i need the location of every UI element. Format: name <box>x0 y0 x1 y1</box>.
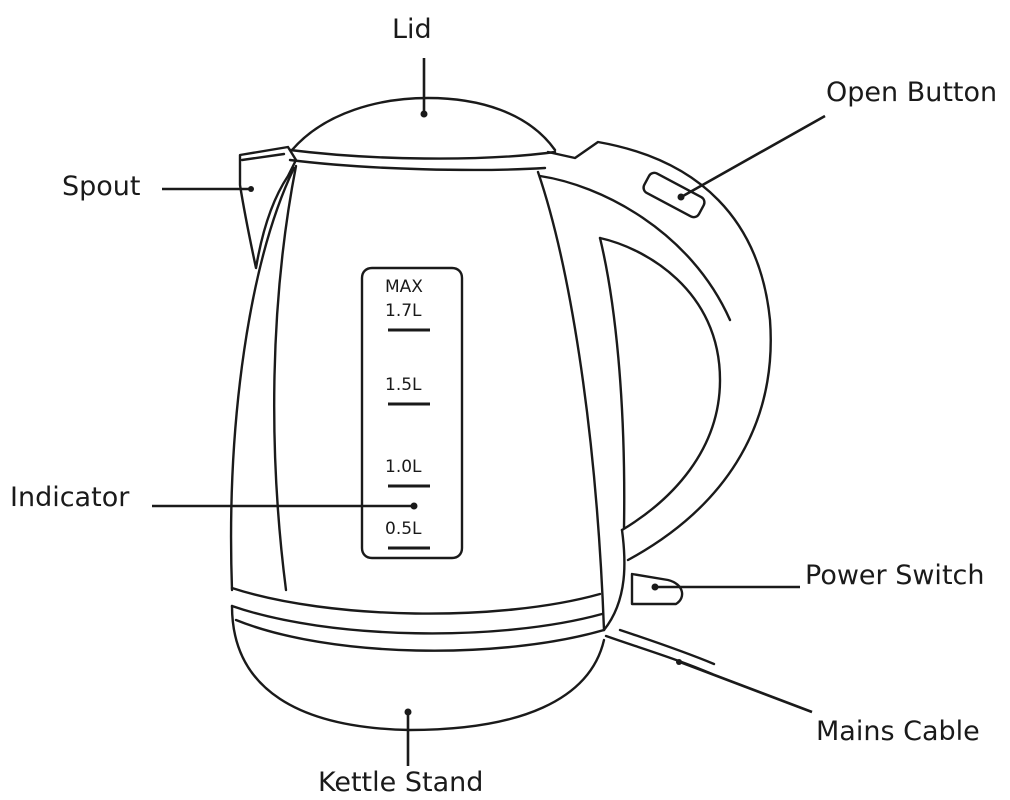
label-open-button: Open Button <box>826 77 997 108</box>
base-band-bottom <box>230 604 604 635</box>
leader-mains-cable <box>679 660 813 714</box>
label-indicator: Indicator <box>10 482 130 513</box>
body-right <box>536 170 606 632</box>
kettle-drawing: MAX 1.7L 1.5L 1.0L 0.5L <box>229 96 772 732</box>
handle-grip-left <box>598 236 626 530</box>
label-power-switch: Power Switch <box>805 560 984 591</box>
handle-lower-join <box>602 528 626 632</box>
leader-spout-dot <box>248 186 254 192</box>
handle-inner <box>598 236 722 532</box>
gauge-mark-label-0-5: 0.5L <box>385 519 422 539</box>
label-mains-cable: Mains Cable <box>816 716 980 747</box>
leader-indicator-dot <box>410 502 418 510</box>
mains-cable-shape-2 <box>618 628 716 666</box>
handle-top <box>546 140 772 562</box>
base-band-lower <box>234 618 606 652</box>
body-front-curve <box>272 164 298 592</box>
leader-open-button <box>682 114 826 198</box>
label-kettle-stand: Kettle Stand <box>318 767 483 798</box>
lid-rim <box>288 148 557 160</box>
leader-lid-dot <box>420 110 428 118</box>
label-lid: Lid <box>392 14 432 45</box>
body-left <box>229 166 296 592</box>
leader-power-switch-dot <box>651 583 659 591</box>
spout-inner <box>240 152 286 162</box>
leader-open-button-dot <box>677 193 685 201</box>
power-switch-shape <box>630 572 684 606</box>
spout-shape <box>238 145 298 270</box>
handle-inner-edge <box>538 174 732 322</box>
gauge-mark-label-1-7: 1.7L <box>385 301 422 321</box>
leader-kettle-stand-dot <box>404 708 412 716</box>
leader-lines <box>152 58 826 766</box>
lid-dome <box>290 96 557 152</box>
gauge-mark-label-1-0: 1.0L <box>385 457 422 477</box>
stand <box>230 604 606 732</box>
gauge-mark-label-1-5: 1.5L <box>385 375 422 395</box>
leader-mains-cable-dot <box>676 659 682 665</box>
base-band-top <box>230 586 602 615</box>
open-button-shape <box>642 171 706 219</box>
gauge-window <box>360 266 464 560</box>
lid-rim-lower <box>288 158 547 172</box>
gauge-max-label: MAX <box>385 277 423 297</box>
label-spout: Spout <box>62 171 141 202</box>
callout-labels: Lid Open Button Spout Indicator Power Sw… <box>10 14 997 798</box>
